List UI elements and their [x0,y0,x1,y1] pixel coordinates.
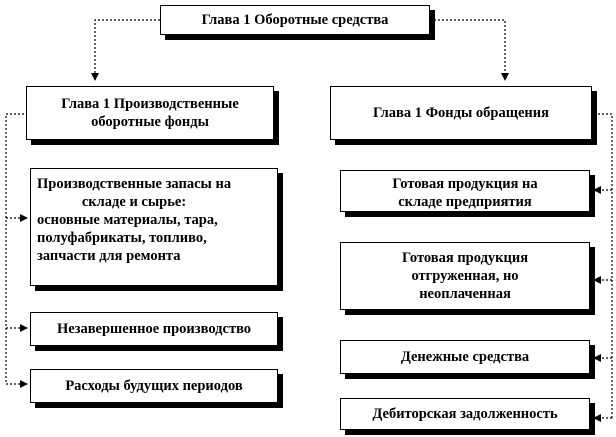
right-item-cash: Денежные средства [340,340,590,374]
left-header-line-1: Глава 1 Производственные [61,96,239,112]
right-item-2-line-2: отгруженная, но [411,268,519,284]
right-item-shipped-unpaid: Готовая продукция отгруженная, но неопла… [340,242,590,310]
right-item-receivables: Дебиторская задолженность [340,398,590,430]
left-header-box: Глава 1 Производственные оборотные фонды [26,86,274,140]
right-item-2-line-3: неоплаченная [419,286,511,302]
right-trunk-line [598,113,613,418]
right-header-box: Глава 1 Фонды обращения [330,86,592,140]
right-item-3-label: Денежные средства [400,349,530,365]
left-header-line-2: оборотные фонды [91,114,209,130]
right-header-label: Глава 1 Фонды обращения [373,105,549,121]
left-item-1-line-2: складе и сырье: [81,194,187,210]
left-item-1-line-1: Производственные запасы на [37,176,232,192]
left-item-1-line-5: запчасти для ремонта [37,248,181,264]
left-item-1-line-4: полуфабрикаты, топливо, [37,230,207,246]
right-item-2-line-1: Готовая продукция [401,250,529,266]
left-item-1-line-3: основные материалы, тара, [37,212,218,228]
left-trunk-line [5,113,24,384]
right-item-4-label: Дебиторская задолженность [372,406,558,422]
right-item-finished-goods-warehouse: Готовая продукция на складе предприятия [340,170,590,212]
left-item-2-label: Незавершенное производство [56,321,252,337]
root-box: Глава 1 Оборотные средства [160,5,430,35]
right-item-1-line-2: складе предприятия [398,194,532,210]
left-item-work-in-progress: Незавершенное производство [30,312,278,346]
left-item-deferred-expenses: Расходы будущих периодов [30,369,278,403]
connector-root-to-right [430,19,509,81]
root-label: Глава 1 Оборотные средства [201,12,389,28]
right-item-1-line-1: Готовая продукция на [392,176,538,192]
left-item-3-label: Расходы будущих периодов [65,378,243,394]
left-item-production-stocks: Производственные запасы на складе и сырь… [30,168,278,286]
connector-root-to-left [91,19,160,81]
